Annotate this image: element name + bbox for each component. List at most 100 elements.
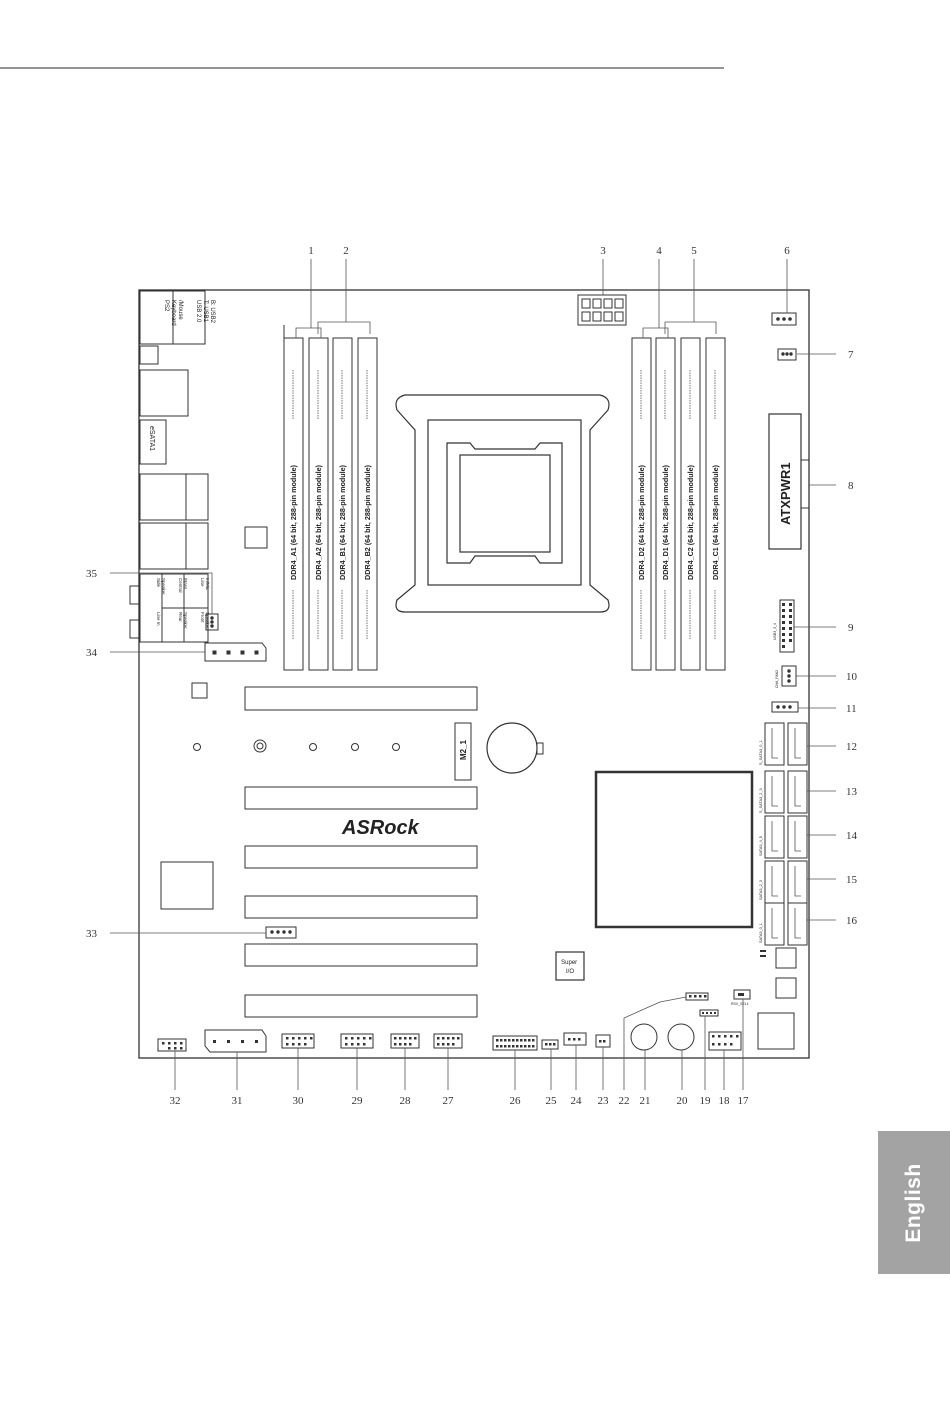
- asrock-logo: ASRock: [341, 817, 420, 839]
- cpu-socket: [395, 394, 610, 613]
- super-io-label: Super I/O: [561, 960, 579, 975]
- callout-12: 12: [846, 741, 857, 753]
- led: [760, 950, 766, 952]
- callout-15: 15: [846, 874, 858, 886]
- m2-label: M2_1: [459, 739, 468, 760]
- sata-label-3: SATA3_4_5: [759, 836, 763, 856]
- header-35: [205, 613, 219, 631]
- callout-11: 11: [846, 703, 857, 715]
- dimm-slots-right: [631, 337, 726, 671]
- sata-label-5: SATA3_0_1: [759, 923, 763, 943]
- language-tab-label: English: [902, 1162, 925, 1243]
- callout-19: 19: [700, 1095, 712, 1107]
- callout-32: 32: [170, 1095, 181, 1107]
- callout-27: 27: [443, 1095, 455, 1107]
- cmos-battery-clip: [536, 742, 544, 755]
- dimm-label-b1: DDR4_B1 (64 bit, 288-pin module): [338, 464, 347, 580]
- callout-25: 25: [546, 1095, 558, 1107]
- fan-header-6: [771, 312, 797, 326]
- callout-22: 22: [619, 1095, 630, 1107]
- dimm-label-b2: DDR4_B2 (64 bit, 288-pin module): [363, 464, 372, 580]
- callout-8: 8: [848, 480, 854, 492]
- bottom-header-pins: [162, 993, 744, 1050]
- molex-34: [204, 642, 267, 662]
- callout-34: 34: [86, 647, 98, 659]
- cha-fan2-header: [781, 665, 797, 687]
- m2-slot: [454, 722, 472, 781]
- dimm-label-d1: DDR4_D1 (64 bit, 288-pin module): [661, 464, 670, 580]
- sata-label-4: SATA3_2_3: [759, 880, 763, 900]
- super-io-chip: [555, 951, 585, 981]
- audio-label-left: Side Speaker Line In: [156, 578, 166, 626]
- callout-23: 23: [598, 1095, 610, 1107]
- sata-label-1: S_SATA3_0_1: [759, 740, 763, 765]
- callout-2: 2: [343, 245, 349, 257]
- chipset: [594, 770, 754, 929]
- callout-31: 31: [232, 1095, 243, 1107]
- callout-7: 7: [848, 349, 854, 361]
- callout-16: 16: [846, 915, 858, 927]
- callout-4: 4: [656, 245, 662, 257]
- dimm-label-c2: DDR4_C2 (64 bit, 288-pin module): [686, 464, 695, 580]
- callout-28: 28: [400, 1095, 412, 1107]
- cmos-battery: [486, 722, 538, 774]
- sata-label-2: S_SATA3_2_3: [759, 788, 763, 813]
- callout-14: 14: [846, 830, 858, 842]
- chip: [160, 861, 214, 910]
- chip: [775, 977, 797, 999]
- bottom-headers: [157, 989, 751, 1053]
- board-outline: [138, 289, 810, 1059]
- callout-33: 33: [86, 928, 98, 940]
- ps2-io-label: PS2 Keyboard /Mouse: [163, 300, 183, 327]
- pcie-slots: [244, 686, 478, 1018]
- callout-3: 3: [600, 245, 606, 257]
- language-tab: English: [878, 1131, 950, 1274]
- callout-21: 21: [640, 1095, 651, 1107]
- chip: [775, 947, 797, 969]
- callout-1: 1: [308, 245, 314, 257]
- cpu-power-connector: [577, 294, 627, 326]
- esata-label: eSATA1: [148, 426, 155, 451]
- callout-26: 26: [510, 1095, 522, 1107]
- callout-10: 10: [846, 671, 858, 683]
- sata-ports: [764, 722, 808, 946]
- usb3-header-pins: [782, 603, 792, 648]
- callout-24: 24: [571, 1095, 583, 1107]
- callout-30: 30: [293, 1095, 305, 1107]
- sata-port-slots: [771, 728, 801, 939]
- callout-18: 18: [719, 1095, 731, 1107]
- mounting-holes: [193, 739, 400, 753]
- chip: [191, 682, 208, 699]
- header-11: [771, 701, 799, 713]
- callout-29: 29: [352, 1095, 364, 1107]
- dimm-label-d2: DDR4_D2 (64 bit, 288-pin module): [637, 464, 646, 580]
- chip: [244, 526, 268, 549]
- usb3-label: USB3_3_4: [773, 623, 777, 640]
- atx-power-label: ATXPWR1: [778, 462, 793, 525]
- callout-35: 35: [86, 568, 98, 580]
- rsv-sel-label: RSV_SEL1: [731, 1002, 749, 1006]
- atx-power-latch: [800, 459, 810, 509]
- callout-leaders: [110, 259, 836, 1090]
- callout-9: 9: [848, 622, 854, 634]
- chip: [757, 1012, 795, 1050]
- led: [760, 955, 766, 957]
- usb3-header: [779, 599, 795, 653]
- callout-6: 6: [784, 245, 790, 257]
- dimm-label-a2: DDR4_A2 (64 bit, 288-pin module): [314, 464, 323, 580]
- usb-io-label: USB 2.0 T: USB1 B: USB2: [195, 300, 215, 324]
- audio-label-mid: Central /Bass Rear Speaker: [178, 578, 188, 629]
- header-33: [265, 926, 297, 939]
- callout-5: 5: [691, 245, 697, 257]
- callout-20: 20: [677, 1095, 689, 1107]
- dimm-label-a1: DDR4_A1 (64 bit, 288-pin module): [289, 464, 298, 580]
- callout-17: 17: [738, 1095, 750, 1107]
- dimm-slot-dashes: [292, 370, 716, 640]
- callout-13: 13: [846, 786, 858, 798]
- audio-label-right: Line In/Mic Front Speaker: [200, 578, 210, 629]
- rear-io: [129, 290, 209, 643]
- dimm-label-c1: DDR4_C1 (64 bit, 288-pin module): [711, 464, 720, 580]
- fan-header-7: [777, 348, 797, 361]
